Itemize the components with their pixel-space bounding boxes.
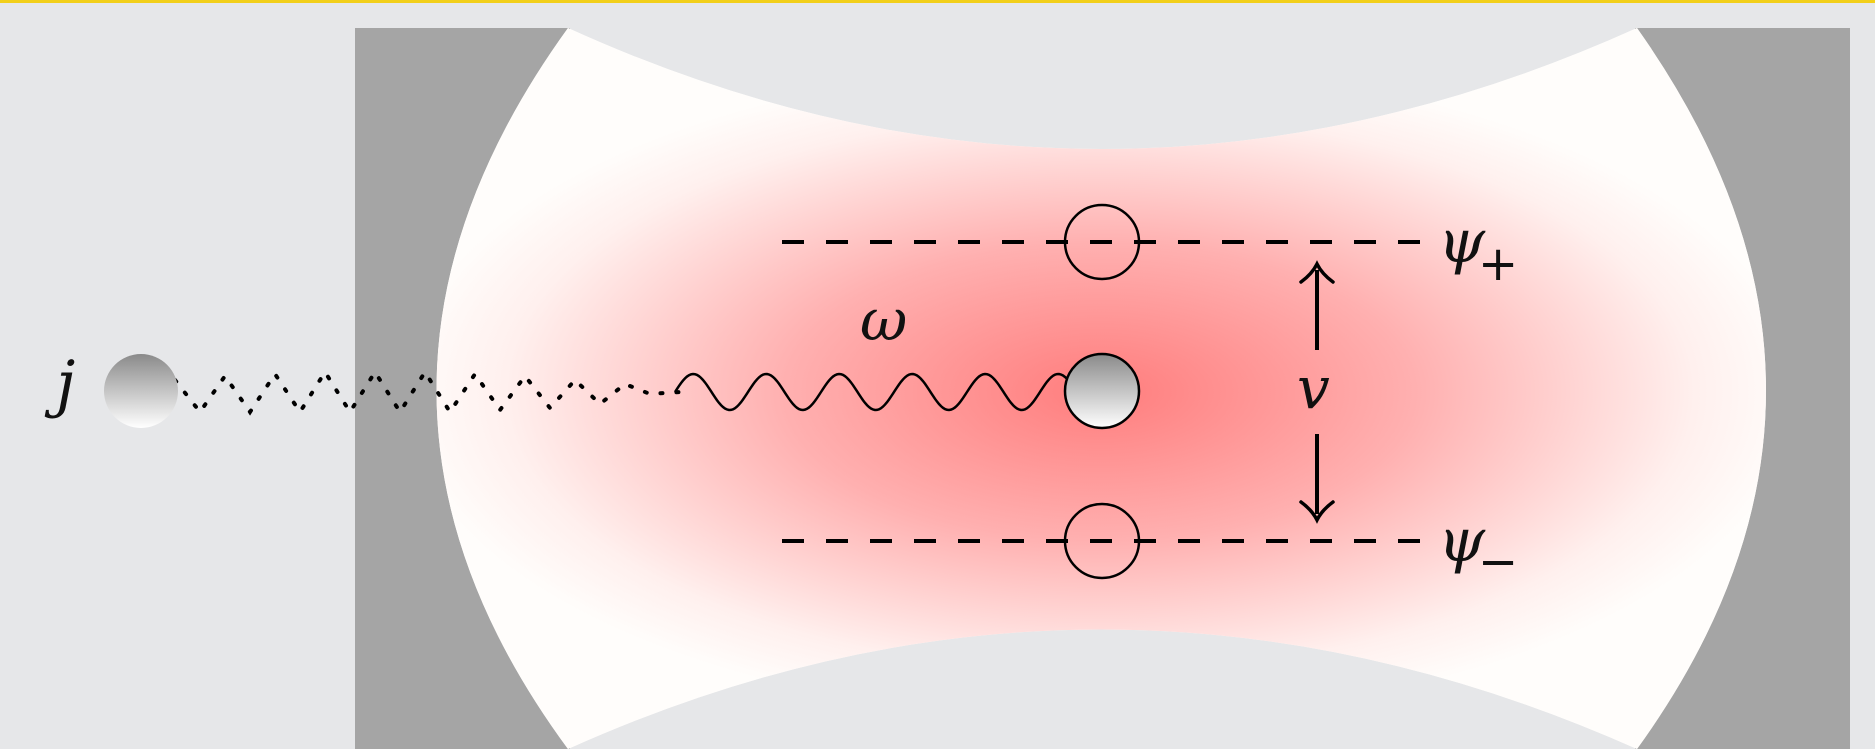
psi-plus-subscript: + xyxy=(1478,236,1518,292)
central-atom xyxy=(1063,352,1141,430)
label-psi-plus: ψ xyxy=(1438,207,1486,277)
photon-wave-line xyxy=(673,372,1102,412)
arrow-up-icon xyxy=(1299,260,1335,284)
arrow-down-icon xyxy=(1299,500,1335,524)
psi-minus-subscript: − xyxy=(1478,534,1518,590)
upper-level-circle xyxy=(1063,203,1141,281)
lower-level-circle xyxy=(1063,502,1141,580)
psi-plus-symbol: ψ xyxy=(1438,207,1486,277)
label-psi-minus: ψ xyxy=(1438,506,1486,576)
psi-minus-symbol: ψ xyxy=(1438,506,1486,576)
dotted-coupling-line xyxy=(173,368,682,416)
label-omega: ω xyxy=(860,286,907,354)
label-j: j xyxy=(44,347,75,420)
label-v: v xyxy=(1297,354,1330,422)
top-rule xyxy=(0,0,1875,3)
left-atom xyxy=(104,354,178,428)
